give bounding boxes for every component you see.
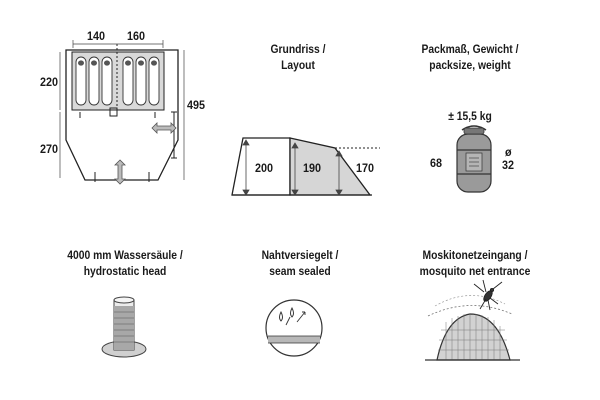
door-zippers — [79, 107, 177, 182]
seam-title-de: Nahtversiegelt / — [261, 248, 339, 262]
sleeping-bags — [75, 56, 160, 106]
width-left-label: 140 — [87, 29, 106, 43]
floorplan-dimension-lines — [59, 40, 185, 180]
layout-title-de: Grundriss / — [270, 42, 326, 56]
height-rear-label: 170 — [356, 161, 375, 175]
water-column-icon — [101, 296, 147, 358]
layout-title-en: Layout — [281, 58, 315, 72]
mosquito-title-de: Moskitonetzeingang / — [422, 248, 528, 262]
mosquito-title-en: mosquito net entrance — [419, 264, 531, 278]
pack-length-label: 68 — [430, 156, 443, 170]
seam-sealed-icon — [265, 299, 323, 357]
seam-title-en: seam sealed — [269, 264, 331, 278]
width-right-label: 160 — [127, 29, 146, 43]
height-arrows — [242, 139, 343, 196]
sleeping-bag-hoods — [78, 60, 157, 66]
pack-diameter-symbol: ø — [505, 145, 512, 159]
height-mid-label: 190 — [303, 161, 322, 175]
height-main-label: 200 — [255, 161, 274, 175]
pack-diameter-label: 32 — [502, 158, 515, 172]
pack-bag-icon — [456, 125, 492, 193]
total-length-label: 495 — [187, 98, 206, 112]
pack-weight-label: ± 15,5 kg — [448, 109, 492, 123]
depth-sleeping-label: 220 — [40, 75, 59, 89]
mosquito-net-entrance-icon — [425, 295, 520, 361]
pack-title-en: packsize, weight — [429, 58, 511, 72]
entrance-arrows — [114, 122, 177, 185]
pack-title-de: Packmaß, Gewicht / — [421, 42, 519, 56]
hydro-title-de: 4000 mm Wassersäule / — [67, 248, 183, 262]
tent-side-profile — [231, 137, 372, 196]
mosquito-icon — [473, 279, 503, 311]
depth-vestibule-label: 270 — [40, 142, 59, 156]
hydro-title-en: hydrostatic head — [83, 264, 167, 278]
